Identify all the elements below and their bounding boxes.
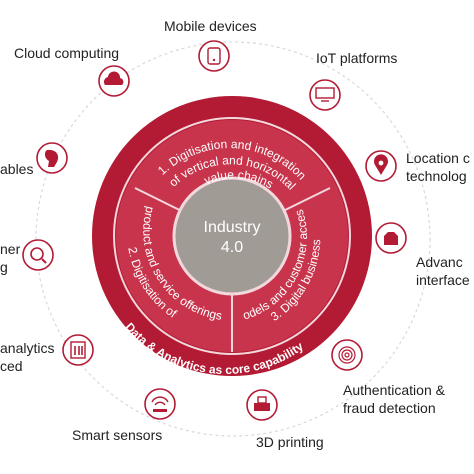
tech-bubble-ring bbox=[331, 339, 363, 371]
technology-orbit bbox=[35, 41, 431, 437]
tech-label-smart-sensors: Smart sensors bbox=[72, 427, 163, 443]
core-subtitle: 4.0 bbox=[221, 239, 243, 256]
customer-search-icon bbox=[30, 247, 47, 264]
3d-printer-icon bbox=[254, 396, 270, 411]
technology-icons bbox=[22, 40, 407, 421]
tech-label-wearables: ables bbox=[0, 161, 34, 177]
tech-label-iot-platforms: IoT platforms bbox=[316, 50, 398, 66]
industry-core bbox=[172, 176, 292, 296]
tech-bubble-smart-sensor bbox=[144, 388, 176, 420]
tech-bubble-ring bbox=[144, 388, 176, 420]
tech-bubble-ring bbox=[309, 79, 341, 111]
tech-bubble-ring bbox=[22, 239, 54, 271]
tech-bubble-ring bbox=[62, 334, 94, 366]
tech-bubble-customer-search bbox=[22, 239, 54, 271]
tech-bubble-mobile-devices bbox=[198, 40, 230, 72]
tech-label-cloud-computing: Cloud computing bbox=[14, 45, 120, 61]
tech-bubble-wearables bbox=[36, 142, 68, 174]
core-title: Industry bbox=[204, 219, 261, 236]
fingerprint-icon bbox=[338, 346, 356, 364]
advanced-interface-icon bbox=[384, 232, 398, 245]
tech-bubble-analytics bbox=[62, 334, 94, 366]
ring-divider bbox=[113, 117, 351, 355]
tech-bubble-iot-platforms bbox=[309, 79, 341, 111]
location-pin-icon bbox=[374, 154, 388, 175]
iot-platforms-icon bbox=[315, 87, 335, 102]
analytics-icon bbox=[70, 341, 86, 359]
wearables-icon bbox=[44, 149, 59, 167]
tech-label-mobile-devices: Mobile devices bbox=[164, 18, 257, 34]
mobile-devices-icon bbox=[207, 47, 221, 65]
tech-bubble-location-pin bbox=[365, 150, 397, 182]
smart-sensor-icon bbox=[151, 396, 169, 412]
cloud-icon bbox=[103, 71, 124, 85]
tech-bubble-3d-printer bbox=[246, 389, 278, 421]
tech-bubble-advanced-interface bbox=[375, 222, 407, 254]
tech-bubble-fingerprint bbox=[331, 339, 363, 371]
tech-label-authentication: Authentication &fraud detection bbox=[343, 382, 445, 416]
tech-bubble-ring bbox=[198, 40, 230, 72]
tech-bubble-cloud bbox=[98, 65, 130, 97]
tech-label-3d-printing: 3D printing bbox=[256, 434, 324, 450]
